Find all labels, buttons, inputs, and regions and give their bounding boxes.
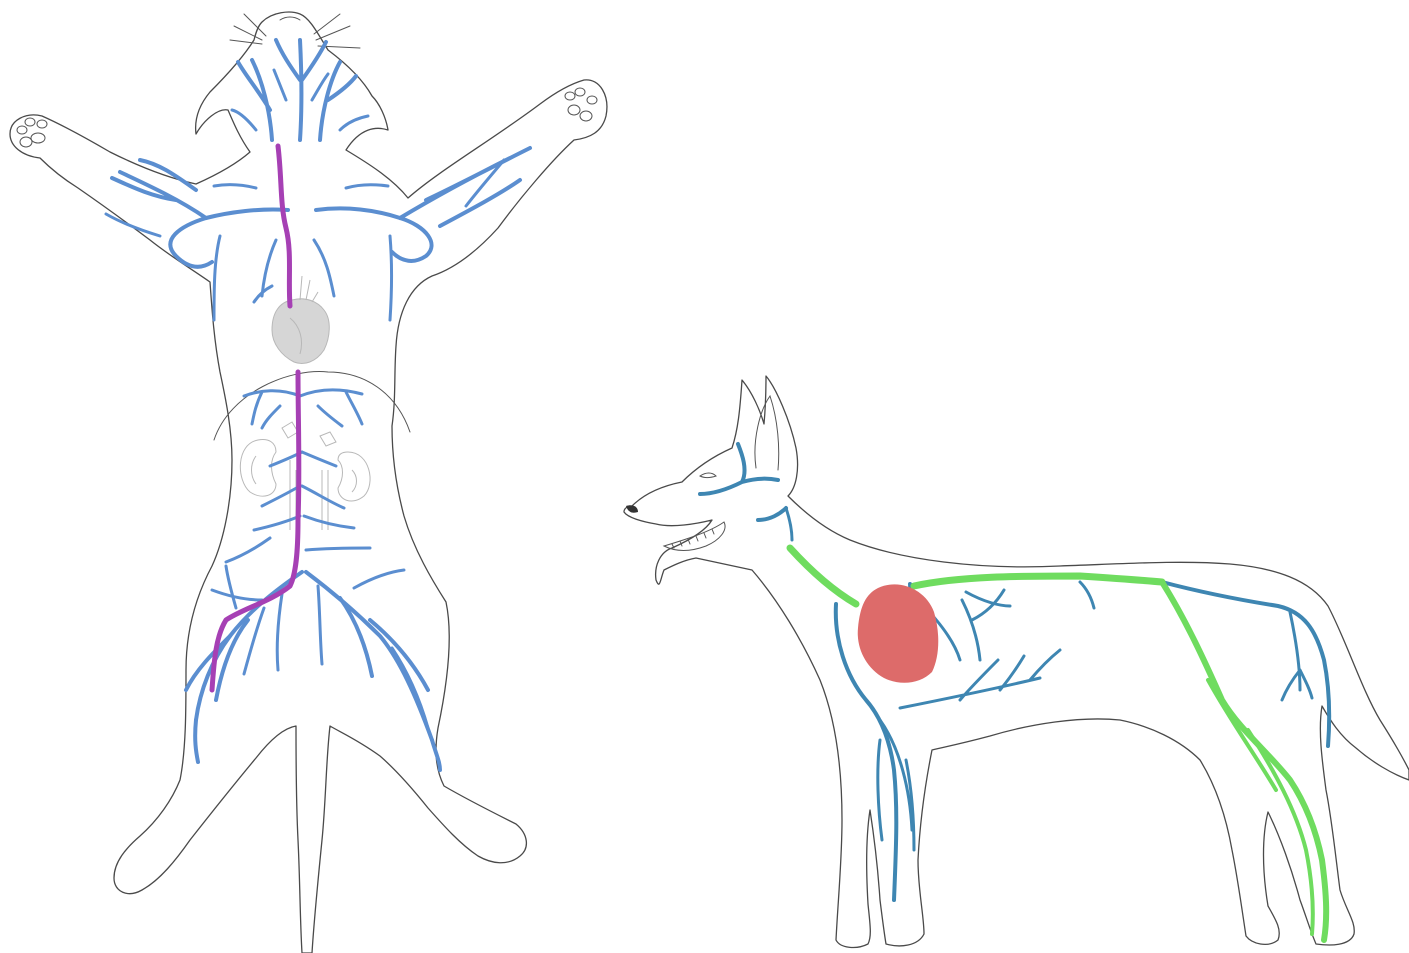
dog-lateral-figure (624, 376, 1409, 947)
cat-ventral-figure (10, 12, 607, 953)
